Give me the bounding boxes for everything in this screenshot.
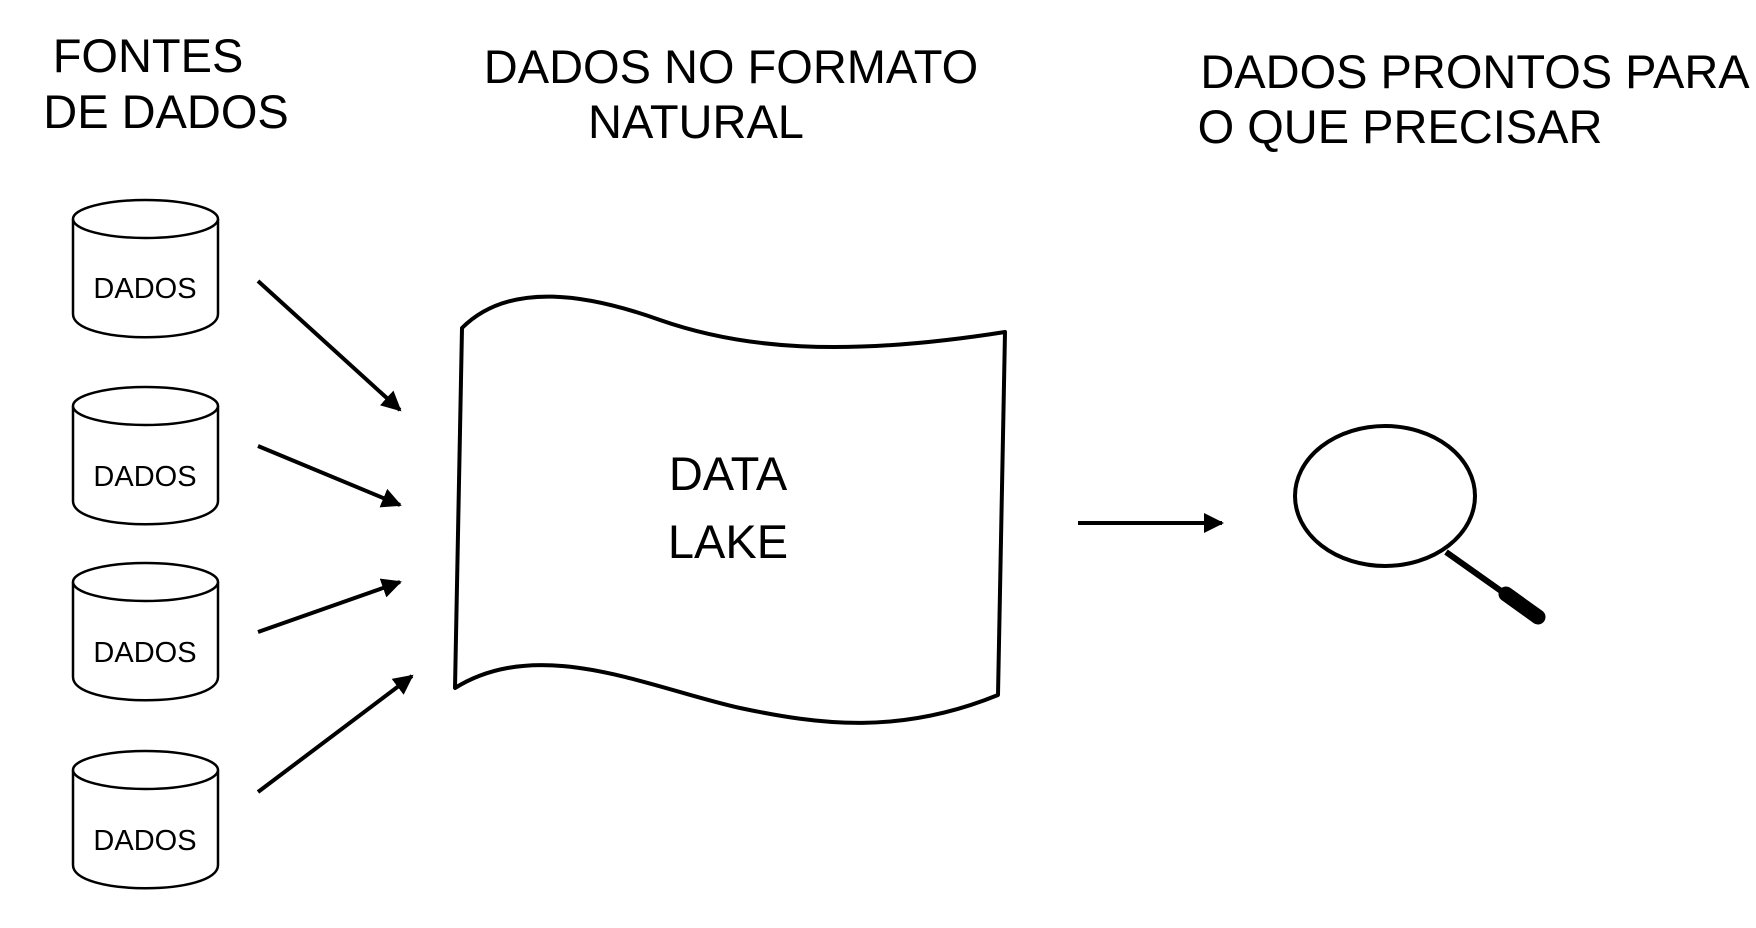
data-lake-label-line2: LAKE	[668, 515, 788, 568]
arrow-source-2-to-lake	[257, 444, 402, 508]
data-source-label: DADOS	[93, 461, 196, 493]
arrow-source-3-to-lake	[257, 578, 402, 634]
database-cylinder-icon	[71, 385, 220, 526]
database-cylinder-icon	[71, 198, 220, 339]
database-cylinder-icon	[71, 749, 220, 890]
magnifying-glass-icon	[1293, 424, 1546, 625]
data-lake-banner-icon	[453, 294, 1007, 725]
data-lake-label-line1: DATA	[669, 447, 788, 500]
data-lake: DATA LAKE	[453, 294, 1007, 725]
database-cylinder-icon	[71, 561, 220, 702]
natural-format-heading: DADOS NO FORMATO NATURAL	[484, 40, 978, 148]
ready-data-heading: DADOS PRONTOS PARA O QUE PRECISAR	[1198, 45, 1751, 153]
arrow-source-4-to-lake	[256, 674, 414, 794]
data-source-label: DADOS	[93, 273, 196, 305]
data-source-label: DADOS	[93, 825, 196, 857]
data-source-3: DADOS	[71, 561, 220, 702]
natural-format-heading-line1: DADOS NO FORMATO	[484, 40, 978, 93]
data-source-4: DADOS	[71, 749, 220, 890]
sources-heading-line1: FONTES	[53, 29, 244, 82]
sources-heading: FONTES DE DADOS	[43, 29, 289, 138]
ready-data-heading-line2: O QUE PRECISAR	[1198, 100, 1603, 153]
ready-data-heading-line1: DADOS PRONTOS PARA	[1200, 45, 1750, 98]
natural-format-heading-line2: NATURAL	[588, 95, 804, 148]
arrow-source-1-to-lake	[256, 279, 402, 412]
data-source-label: DADOS	[93, 637, 196, 669]
data-source-2: DADOS	[71, 385, 220, 526]
data-source-1: DADOS	[71, 198, 220, 339]
sources-heading-line2: DE DADOS	[43, 85, 289, 138]
